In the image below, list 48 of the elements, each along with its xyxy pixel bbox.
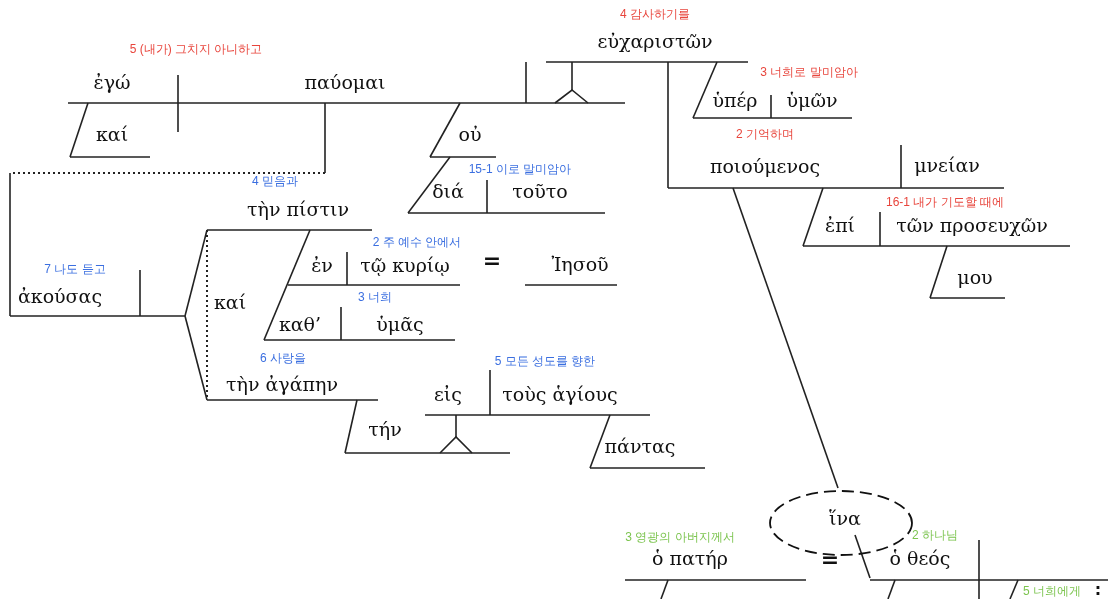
greek-word: ὁ θεός	[889, 547, 951, 569]
gloss-label: 3 너희로 말미암아	[760, 66, 858, 80]
gloss-label: 15-1 이로 말미암아	[468, 163, 572, 177]
greek-word: τοῦτο	[512, 180, 568, 202]
gloss-label: 4 감사하기를	[620, 8, 690, 22]
gloss-label: 4 믿음과	[252, 175, 298, 189]
gloss-label: 3 너희	[358, 291, 392, 305]
gloss-label: 2 기억하며	[736, 128, 794, 142]
greek-word: ὑπέρ	[712, 89, 758, 111]
greek-word: καθ’	[278, 313, 322, 335]
greek-word: τὴν ἀγάπην	[226, 373, 338, 395]
greek-word: τοὺς ἁγίους	[502, 383, 618, 405]
greek-word: τῶν προσευχῶν	[896, 214, 1048, 236]
gloss-label: 5 (내가) 그치지 아니하고	[129, 43, 263, 57]
greek-word: ποιούμενος	[709, 155, 821, 177]
greek-word: οὐ	[458, 123, 482, 145]
greek-word: καί	[95, 123, 129, 145]
gloss-label: 2 주 예수 안에서	[372, 236, 462, 250]
greek-word: μου	[957, 266, 993, 288]
gloss-label: 16-1 내가 기도할 때에	[886, 196, 1004, 210]
greek-word: μνείαν	[914, 154, 980, 176]
symbol-label: :	[1094, 581, 1102, 599]
greek-word: ὁ πατήρ	[652, 547, 728, 569]
greek-word: εὐχαριστῶν	[597, 30, 713, 52]
greek-word: πάντας	[604, 435, 676, 457]
gloss-label: 7 나도 듣고	[44, 263, 106, 277]
greek-word: ἵνα	[829, 507, 861, 529]
greek-word: παύομαι	[304, 71, 386, 93]
gloss-label: 6 사랑을	[260, 352, 306, 366]
gloss-label: 3 영광의 아버지께서	[625, 531, 735, 545]
greek-word: διά	[432, 180, 464, 202]
greek-word: ἐν	[311, 254, 333, 276]
symbol-label: =	[482, 248, 502, 274]
greek-word: εἰς	[434, 383, 462, 405]
greek-word: τήν	[368, 418, 402, 440]
greek-word: ἐπί	[824, 214, 856, 236]
greek-word: τῷ κυρίῳ	[360, 254, 450, 276]
greek-word: ἐγώ	[93, 71, 131, 93]
gloss-label: 5 너희에게	[1023, 585, 1081, 599]
greek-word: Ἰησοῦ	[551, 253, 609, 275]
gloss-label: 5 모든 성도를 향한	[494, 355, 596, 369]
greek-word: τὴν πίστιν	[247, 198, 349, 220]
gloss-label: 2 하나님	[912, 529, 958, 543]
greek-word: καί	[213, 291, 247, 313]
greek-word: ὑμᾶς	[376, 313, 424, 335]
greek-word: ὑμῶν	[786, 89, 838, 111]
greek-word: ἀκούσας	[17, 285, 103, 307]
symbol-label: =	[820, 547, 840, 573]
